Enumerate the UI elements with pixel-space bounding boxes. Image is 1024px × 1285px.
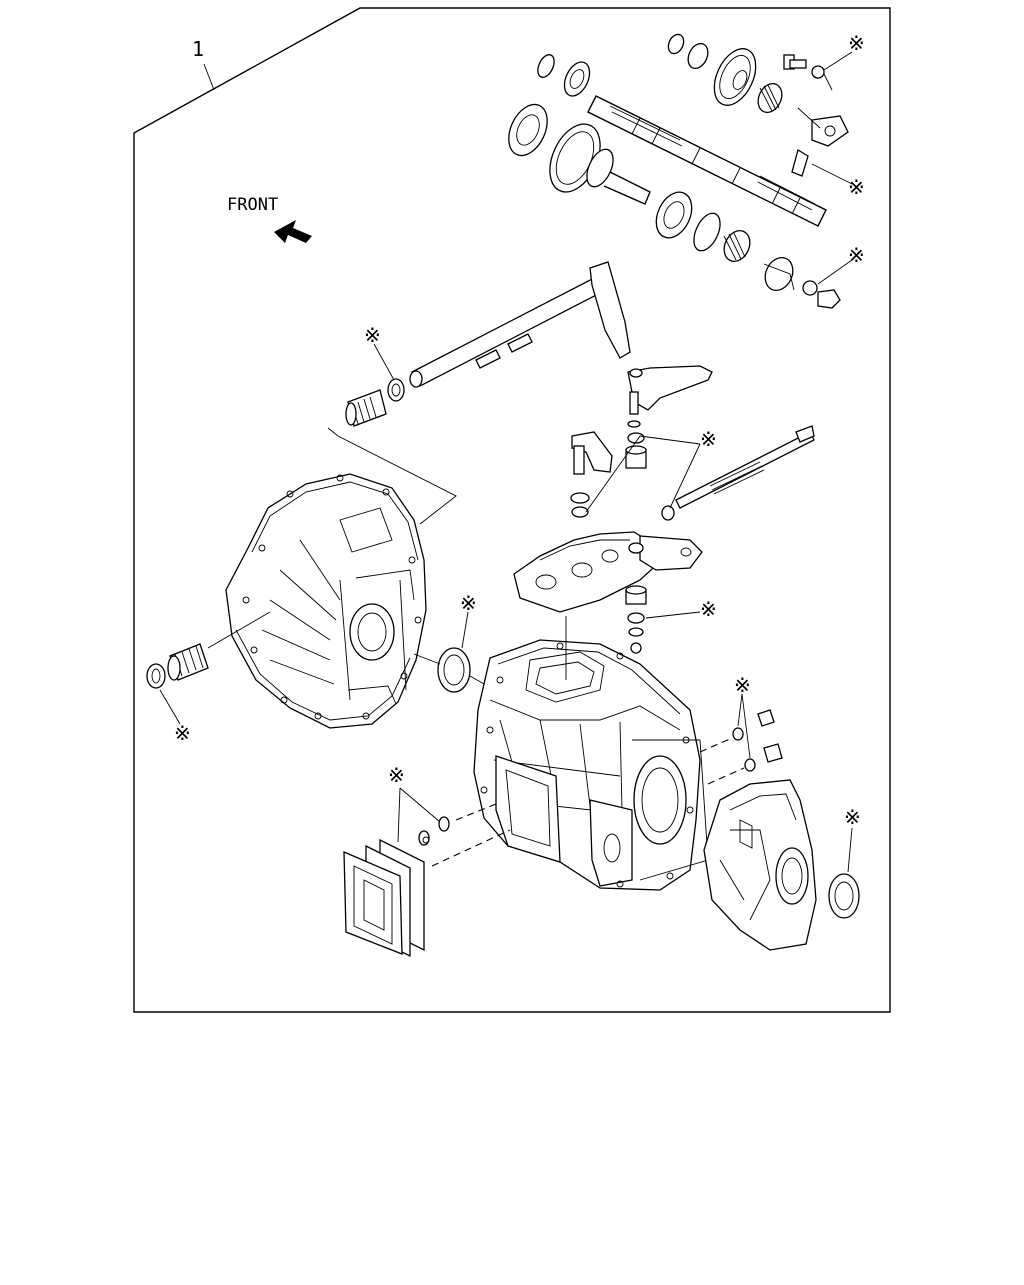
transmission-case [473,639,709,891]
marker-symbol: ※ [848,31,865,55]
assembly-bracket-line [327,427,457,525]
side-cover [343,816,450,958]
marker-symbol: ※ [844,805,861,829]
needle-bearing-rod [345,378,405,427]
marker-symbol: ※ [388,763,405,787]
shift-rod [409,261,631,388]
shift-lever-assembly [570,365,713,521]
marker-symbol: ※ [734,673,751,697]
side-cover-leader [431,829,511,867]
rear-extension-housing [703,779,817,951]
marker-symbol: ※ [174,721,191,745]
replacement-markers: ※ ※ ※ ※ ※ ※ ※ ※ ※ ※ ※ [174,31,865,829]
marker-symbol: ※ [700,597,717,621]
control-shaft [675,425,815,509]
front-arrow-icon [274,220,312,243]
diagram-frame [133,7,891,1013]
front-label: FRONT [227,195,278,215]
clutch-housing [225,473,427,729]
item-number-leader [203,63,215,91]
oil-seal-rear [828,873,860,919]
marker-symbol: ※ [700,427,717,451]
marker-symbol: ※ [848,243,865,267]
control-housing [513,531,703,654]
marker-symbol: ※ [460,591,477,615]
marker-symbol: ※ [848,175,865,199]
item-number: 1 [192,37,204,61]
main-shaft-assembly [508,33,849,309]
marker-symbol: ※ [364,323,381,347]
marker-leaders [159,51,853,873]
oil-seal-front [413,647,485,693]
drain-plugs [699,709,783,785]
needle-bearing-left [146,611,271,689]
